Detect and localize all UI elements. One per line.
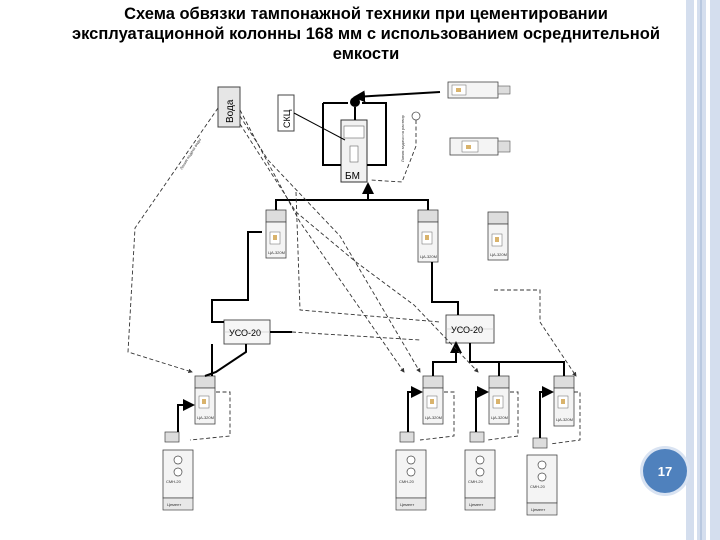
page-number: 17 — [657, 463, 673, 479]
pump-unit-bottom-1-label: ЦА-320М — [197, 415, 214, 420]
slide-side-bar — [686, 0, 720, 540]
cement-mixer-3: СМН-20 Цемент — [464, 431, 496, 511]
water-line-label: Линия подачи воды — [179, 137, 202, 170]
pressure-lines — [177, 90, 565, 438]
uso-right: УСО-20 — [445, 314, 495, 344]
supply-lines — [127, 107, 581, 445]
title-line-3: емкости — [332, 45, 400, 63]
pump-unit-mid-1-label: ЦА-320М — [268, 250, 285, 255]
cement-4-label: Цемент — [531, 507, 545, 512]
pump-unit-top-2 — [449, 137, 511, 156]
mixer-3-label: СМН-20 — [468, 479, 484, 484]
pump-unit-mid-3-label: ЦА-320М — [490, 252, 507, 257]
pump-unit-mid-2: ЦА-320М — [417, 209, 439, 263]
mixer-4-label: СМН-20 — [530, 484, 546, 489]
water-tank-label: Вода — [225, 99, 236, 123]
pump-unit-bottom-4-label: ЦА-320М — [556, 417, 573, 422]
cement-3-label: Цемент — [469, 502, 483, 507]
uso-left: УСО-20 — [223, 319, 271, 345]
cement-mixer-1: СМН-20 Цемент — [162, 431, 194, 511]
bm-block: БМ — [340, 119, 368, 183]
title-line-1: Схема обвязки тампонажной техники при це… — [124, 5, 608, 23]
manifold-node — [350, 97, 360, 107]
cement-mixer-2: СМН-20 Цемент — [395, 431, 427, 511]
pump-unit-bottom-2: ЦА-320М — [422, 375, 444, 425]
pump-unit-bottom-3-label: ЦА-320М — [491, 415, 508, 420]
pump-unit-mid-1: ЦА-320М — [265, 209, 287, 259]
pump-unit-mid-3: ЦА-320М — [487, 211, 509, 261]
cement-2-label: Цемент — [400, 502, 414, 507]
skc-label: СКЦ — [282, 109, 292, 128]
mixer-2-label: СМН-20 — [399, 479, 415, 484]
pump-unit-bottom-2-label: ЦА-320М — [425, 415, 442, 420]
cement-mixer-4: СМН-20 Цемент — [526, 437, 558, 516]
cement-1-label: Цемент — [167, 502, 181, 507]
pump-unit-bottom-4: ЦА-320М — [553, 375, 575, 427]
cementing-diagram: Вода СКЦ БМ ЦА-320М ЦА — [127, 81, 581, 516]
pump-line-label: Линия задачи на раствор — [400, 114, 405, 162]
uso-left-label: УСО-20 — [229, 328, 261, 338]
title-line-2: эксплуатационной колонны 168 мм с исполь… — [72, 25, 660, 43]
pump-unit-bottom-3: ЦА-320М — [488, 375, 510, 425]
pump-unit-top-1 — [447, 81, 511, 99]
bm-label: БМ — [345, 171, 360, 182]
mixer-1-label: СМН-20 — [166, 479, 182, 484]
pump-unit-mid-2-label: ЦА-320М — [420, 254, 437, 259]
skc-unit: СКЦ — [277, 94, 295, 132]
pressure-gauge-node — [411, 111, 421, 121]
pump-unit-bottom-1: ЦА-320М — [194, 375, 216, 425]
uso-right-label: УСО-20 — [451, 325, 483, 335]
slide-title: Схема обвязки тампонажной техники при це… — [40, 4, 692, 64]
water-tank: Вода — [217, 86, 241, 128]
page-number-badge: 17 — [643, 449, 687, 493]
